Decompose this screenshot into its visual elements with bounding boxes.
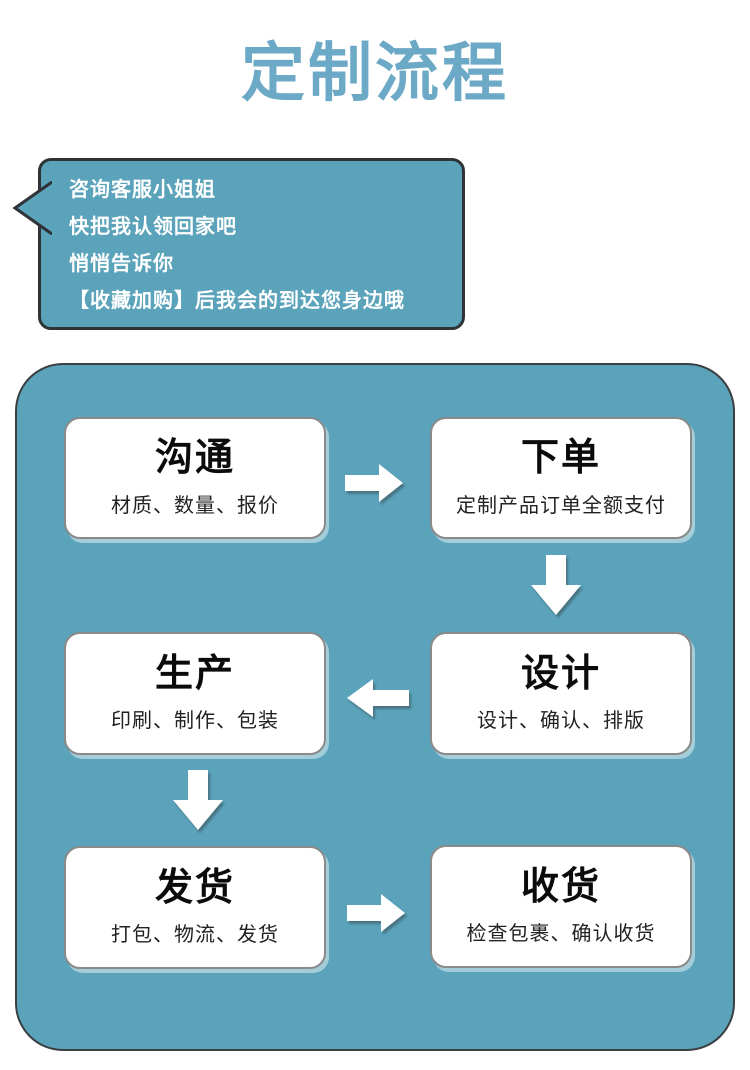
step-card-ship: 发货 打包、物流、发货	[64, 846, 326, 969]
bubble-line: 悄悄告诉你	[69, 253, 174, 275]
step-title: 下单	[520, 437, 601, 480]
step-subtitle: 设计、确认、排版	[477, 710, 645, 733]
speech-bubble-text: 咨询客服小姐姐 快把我认领回家吧 悄悄告诉你 【收藏加购】后我会的到达您身边哦	[41, 161, 462, 320]
step-subtitle: 印刷、制作、包装	[111, 710, 279, 733]
step-card-design: 设计 设计、确认、排版	[430, 632, 692, 755]
arrow-down-icon	[173, 770, 223, 830]
step-subtitle: 材质、数量、报价	[111, 494, 279, 517]
page-title: 定制流程	[241, 37, 509, 109]
arrow-right-icon	[347, 894, 405, 932]
step-card-order: 下单 定制产品订单全额支付	[430, 417, 692, 539]
speech-bubble-tail-icon	[12, 180, 52, 236]
speech-bubble: 咨询客服小姐姐 快把我认领回家吧 悄悄告诉你 【收藏加购】后我会的到达您身边哦	[12, 158, 465, 330]
step-card-production: 生产 印刷、制作、包装	[64, 632, 326, 755]
step-title: 发货	[154, 866, 235, 909]
bubble-line: 【收藏加购】后我会的到达您身边哦	[69, 290, 405, 312]
step-subtitle: 定制产品订单全额支付	[456, 494, 666, 517]
arrow-left-icon	[347, 679, 409, 717]
arrow-down-icon	[531, 555, 581, 615]
step-title: 沟通	[154, 437, 235, 480]
step-title: 设计	[520, 652, 601, 695]
bubble-line: 咨询客服小姐姐	[69, 179, 216, 201]
step-card-communicate: 沟通 材质、数量、报价	[64, 417, 326, 539]
step-title: 收货	[520, 865, 601, 908]
step-title: 生产	[154, 652, 235, 695]
arrow-right-icon	[345, 464, 403, 502]
step-subtitle: 打包、物流、发货	[111, 924, 279, 947]
step-card-receive: 收货 检查包裹、确认收货	[430, 845, 692, 968]
flow-container: 沟通 材质、数量、报价 下单 定制产品订单全额支付 设计 设计、确认、排版 生产…	[15, 363, 735, 1051]
bubble-line: 快把我认领回家吧	[69, 216, 237, 238]
step-subtitle: 检查包裹、确认收货	[466, 923, 656, 946]
